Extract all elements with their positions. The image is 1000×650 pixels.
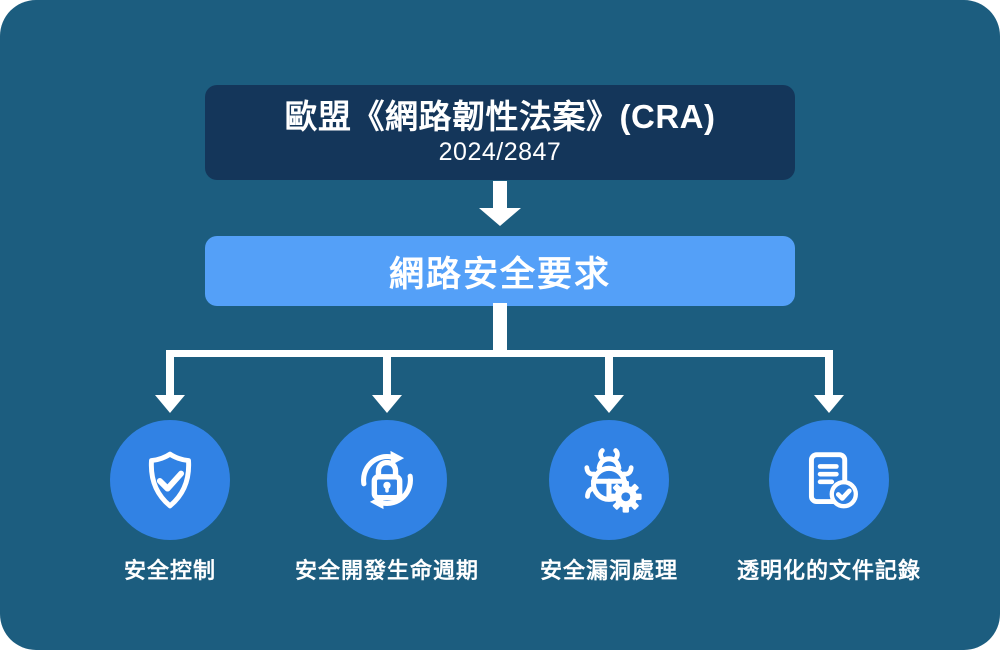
item-label-vulnerability-handling: 安全漏洞處理: [539, 558, 678, 583]
cra-regulation-number: 2024/2847: [438, 138, 562, 167]
down-arrow-icon: [479, 181, 521, 226]
cra-title-box: 歐盟《網路韌性法案》(CRA) 2024/2847: [205, 85, 795, 180]
item-label-security-controls: 安全控制: [123, 558, 216, 583]
cra-title: 歐盟《網路韌性法案》(CRA): [284, 97, 716, 135]
bug-gear-icon: [549, 420, 669, 540]
item-secure-development-lifecycle: 安全開發生命週期: [277, 420, 497, 585]
item-security-controls: 安全控制: [60, 420, 280, 585]
document-check-icon: [769, 420, 889, 540]
item-label-transparent-documentation: 透明化的文件記錄: [736, 558, 921, 583]
branch-connector: [155, 303, 844, 413]
lock-refresh-icon: [327, 420, 447, 540]
requirements-label: 網路安全要求: [388, 254, 611, 294]
item-transparent-documentation: 透明化的文件記錄: [719, 420, 939, 585]
item-label-secure-development-lifecycle: 安全開發生命週期: [294, 558, 479, 583]
requirements-box: 網路安全要求: [205, 236, 795, 306]
shield-check-icon: [110, 420, 230, 540]
item-vulnerability-handling: 安全漏洞處理: [499, 420, 719, 585]
